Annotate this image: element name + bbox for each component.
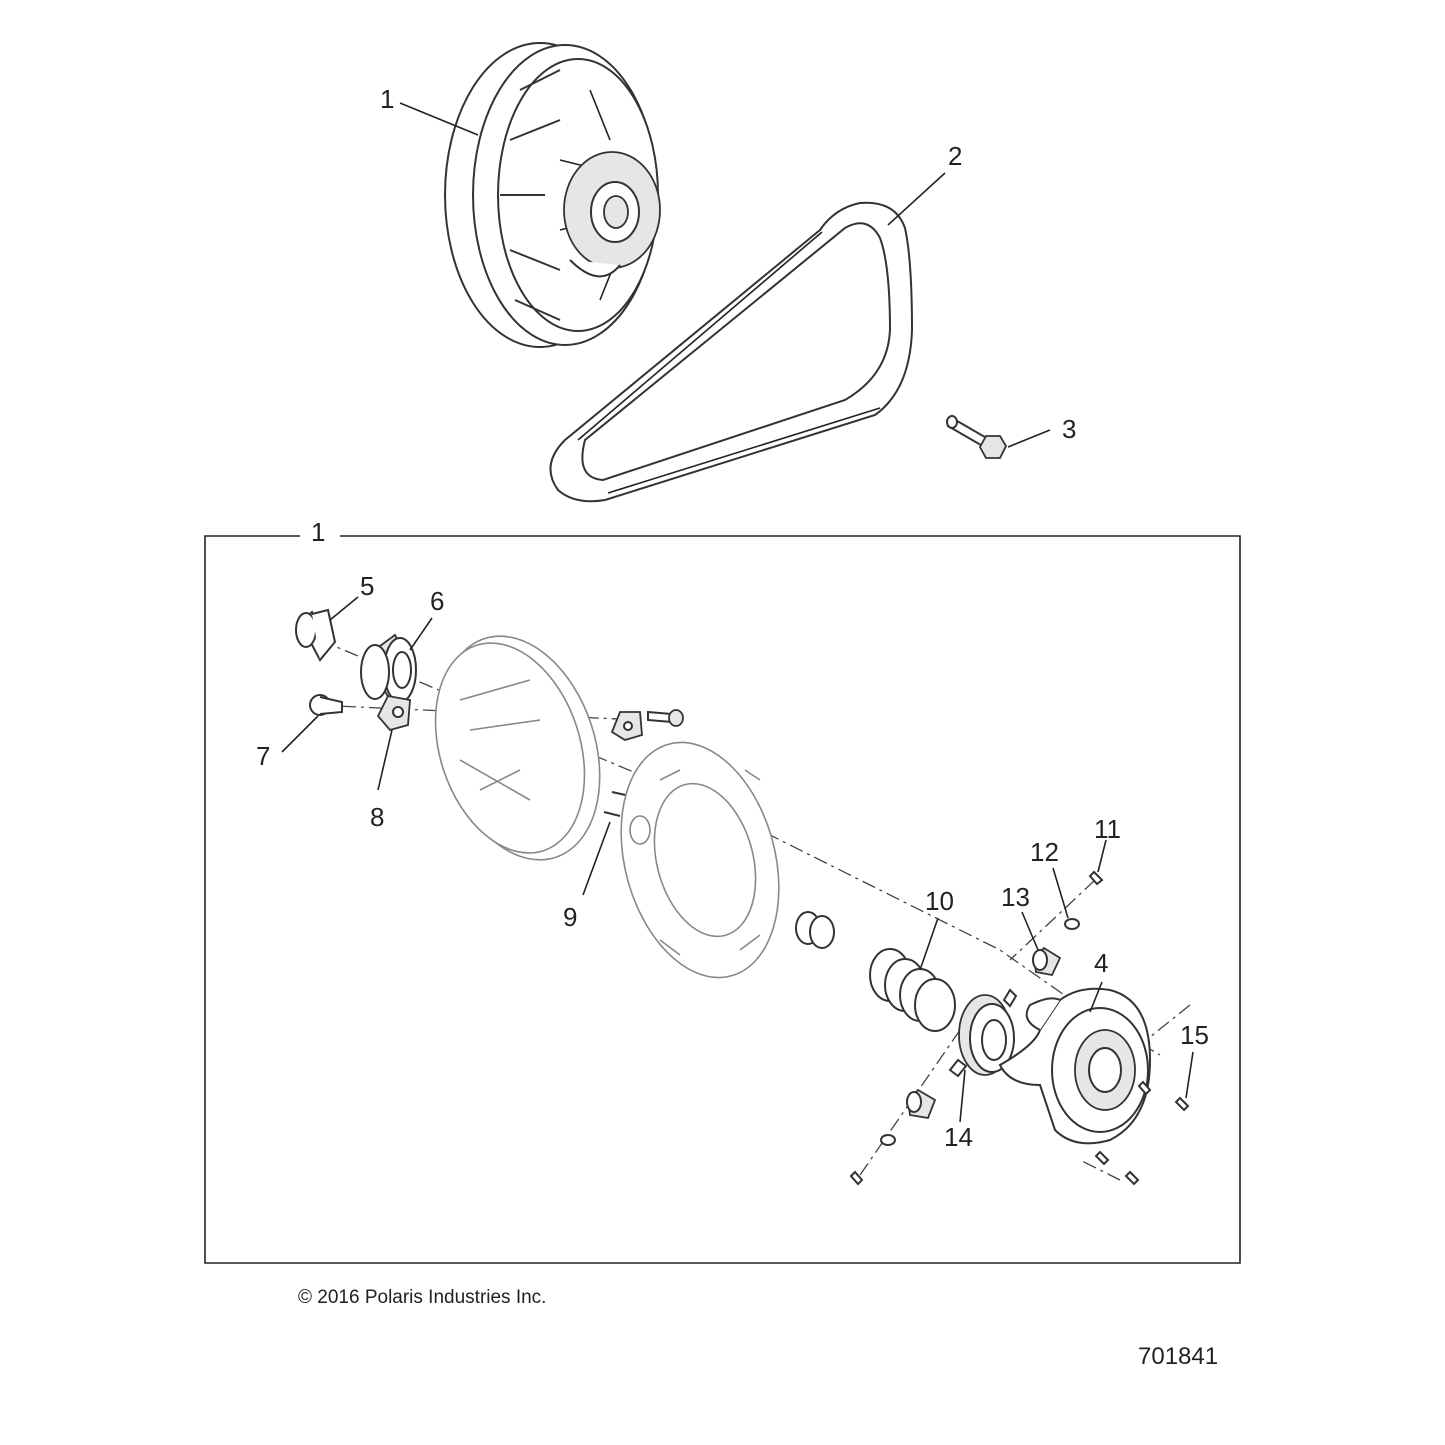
washer-lower	[880, 1134, 896, 1146]
leader-line-1-top	[399, 102, 479, 136]
callout-1-box: 1	[311, 517, 325, 547]
clutch-cover	[998, 987, 1152, 1145]
leader-line-11	[1097, 839, 1107, 873]
callout-15: 15	[1180, 1020, 1209, 1050]
screw-lower	[849, 1170, 864, 1186]
leader-line-14	[959, 1069, 966, 1123]
callout-6: 6	[430, 586, 444, 616]
leader-line-6	[409, 617, 433, 651]
leader-line-9	[582, 821, 611, 896]
roller-pin	[309, 694, 343, 716]
roller-lower	[906, 1088, 937, 1120]
leader-line-12	[1052, 867, 1069, 919]
leader-line-10	[919, 917, 939, 971]
drawing-number: 701841	[1138, 1343, 1218, 1370]
movable-sheave	[620, 741, 780, 979]
leader-line-8	[377, 729, 393, 791]
roller-13	[1032, 946, 1062, 977]
callout-14: 14	[944, 1122, 973, 1152]
callout-1-top: 1	[380, 84, 394, 114]
driven-clutch-assembly	[444, 42, 661, 348]
callout-11: 11	[1094, 814, 1121, 844]
leader-line-13	[1021, 911, 1039, 951]
slider-block	[376, 694, 411, 732]
callout-12: 12	[1030, 837, 1059, 867]
helix-carrier	[948, 988, 1018, 1078]
callout-10: 10	[925, 886, 954, 916]
bushing	[295, 608, 337, 662]
stationary-sheave	[434, 635, 601, 861]
leader-line-3	[1007, 429, 1051, 448]
callout-9: 9	[563, 902, 577, 932]
callout-13: 13	[1001, 882, 1030, 912]
exploded-view-frame	[204, 535, 1241, 1264]
flange-bolt	[946, 415, 1008, 459]
leader-line-4	[1089, 981, 1103, 1013]
callout-4: 4	[1094, 948, 1108, 978]
leader-line-5	[329, 596, 359, 621]
callout-7: 7	[256, 741, 270, 771]
leader-line-7	[281, 715, 319, 753]
copyright-text: © 2016 Polaris Industries Inc.	[298, 1287, 546, 1308]
bearing	[360, 633, 417, 703]
callout-8: 8	[370, 802, 384, 832]
slider-block-right	[610, 709, 684, 741]
leader-line-15	[1185, 1051, 1194, 1099]
spacer-ring	[795, 911, 835, 949]
washer-12	[1064, 918, 1080, 930]
compression-spring	[869, 948, 956, 1032]
screw-11	[1088, 870, 1104, 886]
callout-2: 2	[948, 141, 962, 171]
leader-line-2	[887, 172, 946, 226]
drive-belt	[549, 201, 914, 503]
callout-3: 3	[1062, 414, 1076, 444]
callout-5: 5	[360, 571, 374, 601]
cover-screws	[1094, 1080, 1190, 1186]
